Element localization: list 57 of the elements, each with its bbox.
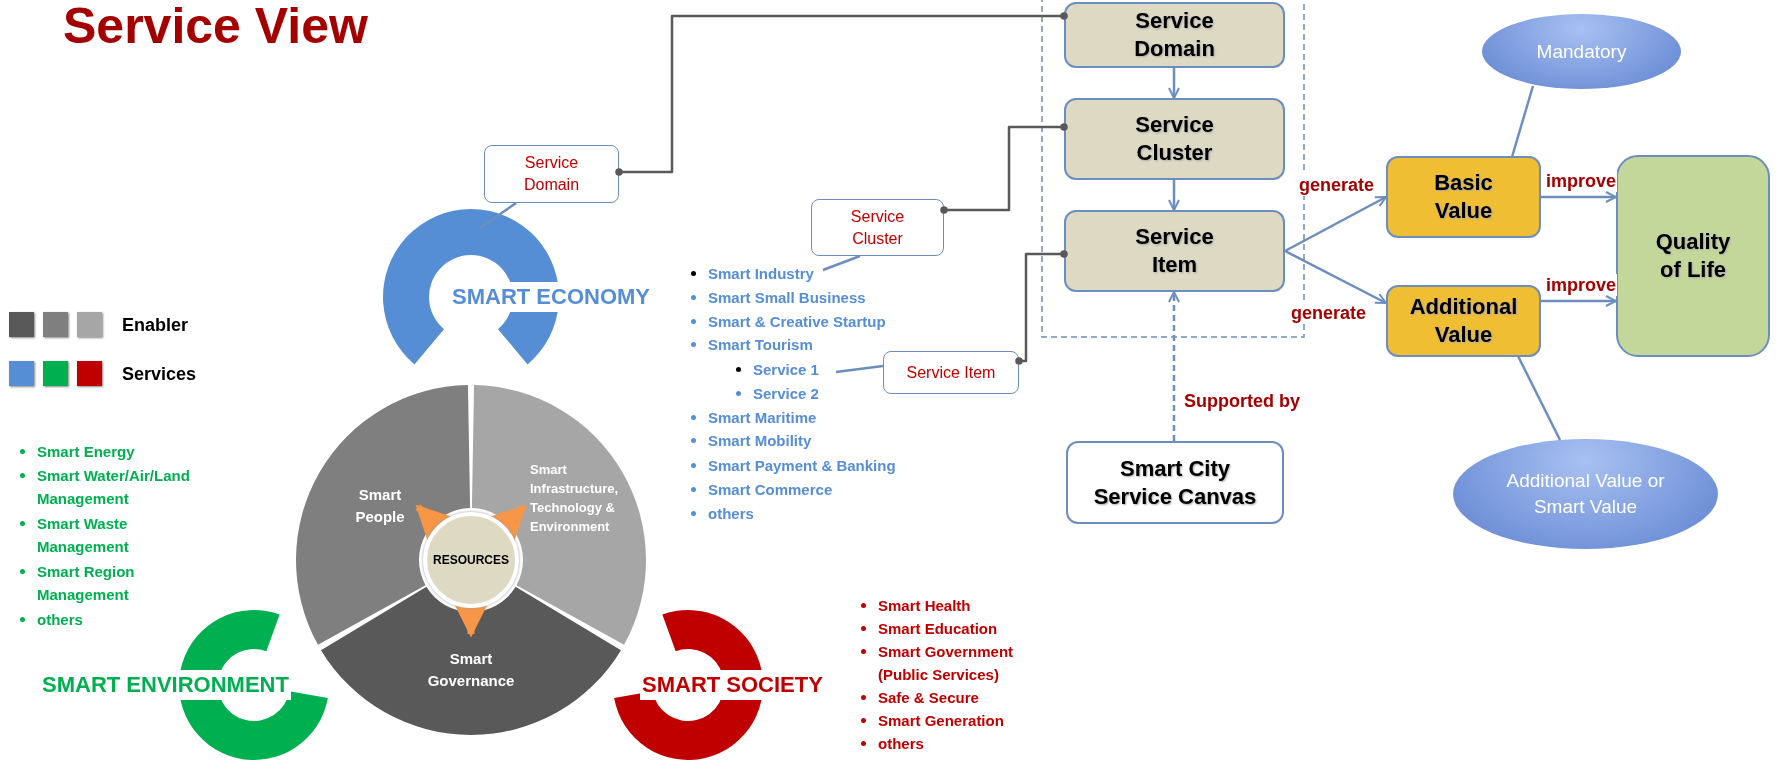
value-box: Basic Value [1386, 156, 1541, 238]
arrow [1284, 195, 1387, 253]
list-item: Smart Maritime [708, 408, 817, 428]
list-item: others [37, 610, 83, 630]
callout-box: Service Item [883, 351, 1019, 394]
arrow [1541, 191, 1617, 203]
list-item: Smart Mobility [708, 431, 812, 451]
value-box: Additional Value [1386, 285, 1541, 357]
legend-label: Enabler [122, 314, 189, 337]
list-item: Service 2 [753, 384, 819, 404]
legend-label: Services [122, 363, 197, 386]
list-item: Smart Commerce [708, 480, 833, 500]
list-item: Smart Generation [878, 711, 1004, 731]
title: Service View [63, 0, 368, 56]
ring-label: SMART ENVIRONMENT [40, 670, 291, 700]
process-box: Service Item [1064, 210, 1285, 292]
edge-label: improve [1545, 170, 1618, 192]
outcome-box: Quality of Life [1616, 155, 1770, 357]
process-box: Service Domain [1064, 2, 1285, 68]
arrow [1168, 291, 1180, 441]
callout-box: Service Cluster [811, 199, 944, 256]
sector-label: Smart Governance [426, 649, 516, 691]
list-item: Smart & Creative Startup [708, 312, 886, 332]
sector-label: Smart People [354, 485, 406, 527]
list-item: Smart Education [878, 619, 998, 639]
edge-label: improve [1545, 274, 1618, 296]
list-item: Safe & Secure [878, 688, 979, 708]
list-item: Smart Industry [708, 262, 814, 285]
list-item: Smart Water/Air/Land Management [37, 466, 191, 509]
pie-sector [320, 586, 622, 735]
list-item: Smart Energy [37, 442, 136, 462]
connector-line [1015, 250, 1068, 365]
callout-ellipse: Mandatory [1482, 14, 1681, 89]
process-box: Service Cluster [1064, 98, 1285, 180]
list-item: Smart Waste Management [37, 514, 130, 557]
list-item: Smart Health [878, 596, 971, 616]
edge-label: generate [1290, 302, 1368, 324]
list-item: Service 1 [753, 358, 819, 381]
process-box: Smart City Service Canvas [1066, 441, 1284, 524]
edge-label: generate [1298, 174, 1376, 196]
ring-label: SMART SOCIETY [640, 670, 825, 700]
callout-ellipse: Additional Value or Smart Value [1453, 439, 1718, 549]
list-item: others [708, 504, 754, 524]
list-item: Smart Government (Public Services) [878, 642, 1015, 685]
connector-line [615, 12, 1068, 176]
list-item: others [878, 734, 924, 754]
arrow [1168, 180, 1180, 211]
callout-box: Service Domain [484, 145, 619, 203]
arrow [1168, 68, 1180, 99]
list-item: Smart Payment & Banking [708, 456, 896, 476]
arrow [1284, 249, 1387, 305]
connector-line [940, 123, 1068, 214]
sector-label: Smart Infrastructure, Technology & Environment [530, 461, 620, 536]
list-item: Smart Small Business [708, 288, 866, 308]
arrow [1541, 295, 1617, 307]
ring-label: SMART ECONOMY [450, 282, 652, 312]
list-item: Smart Tourism [708, 335, 813, 355]
